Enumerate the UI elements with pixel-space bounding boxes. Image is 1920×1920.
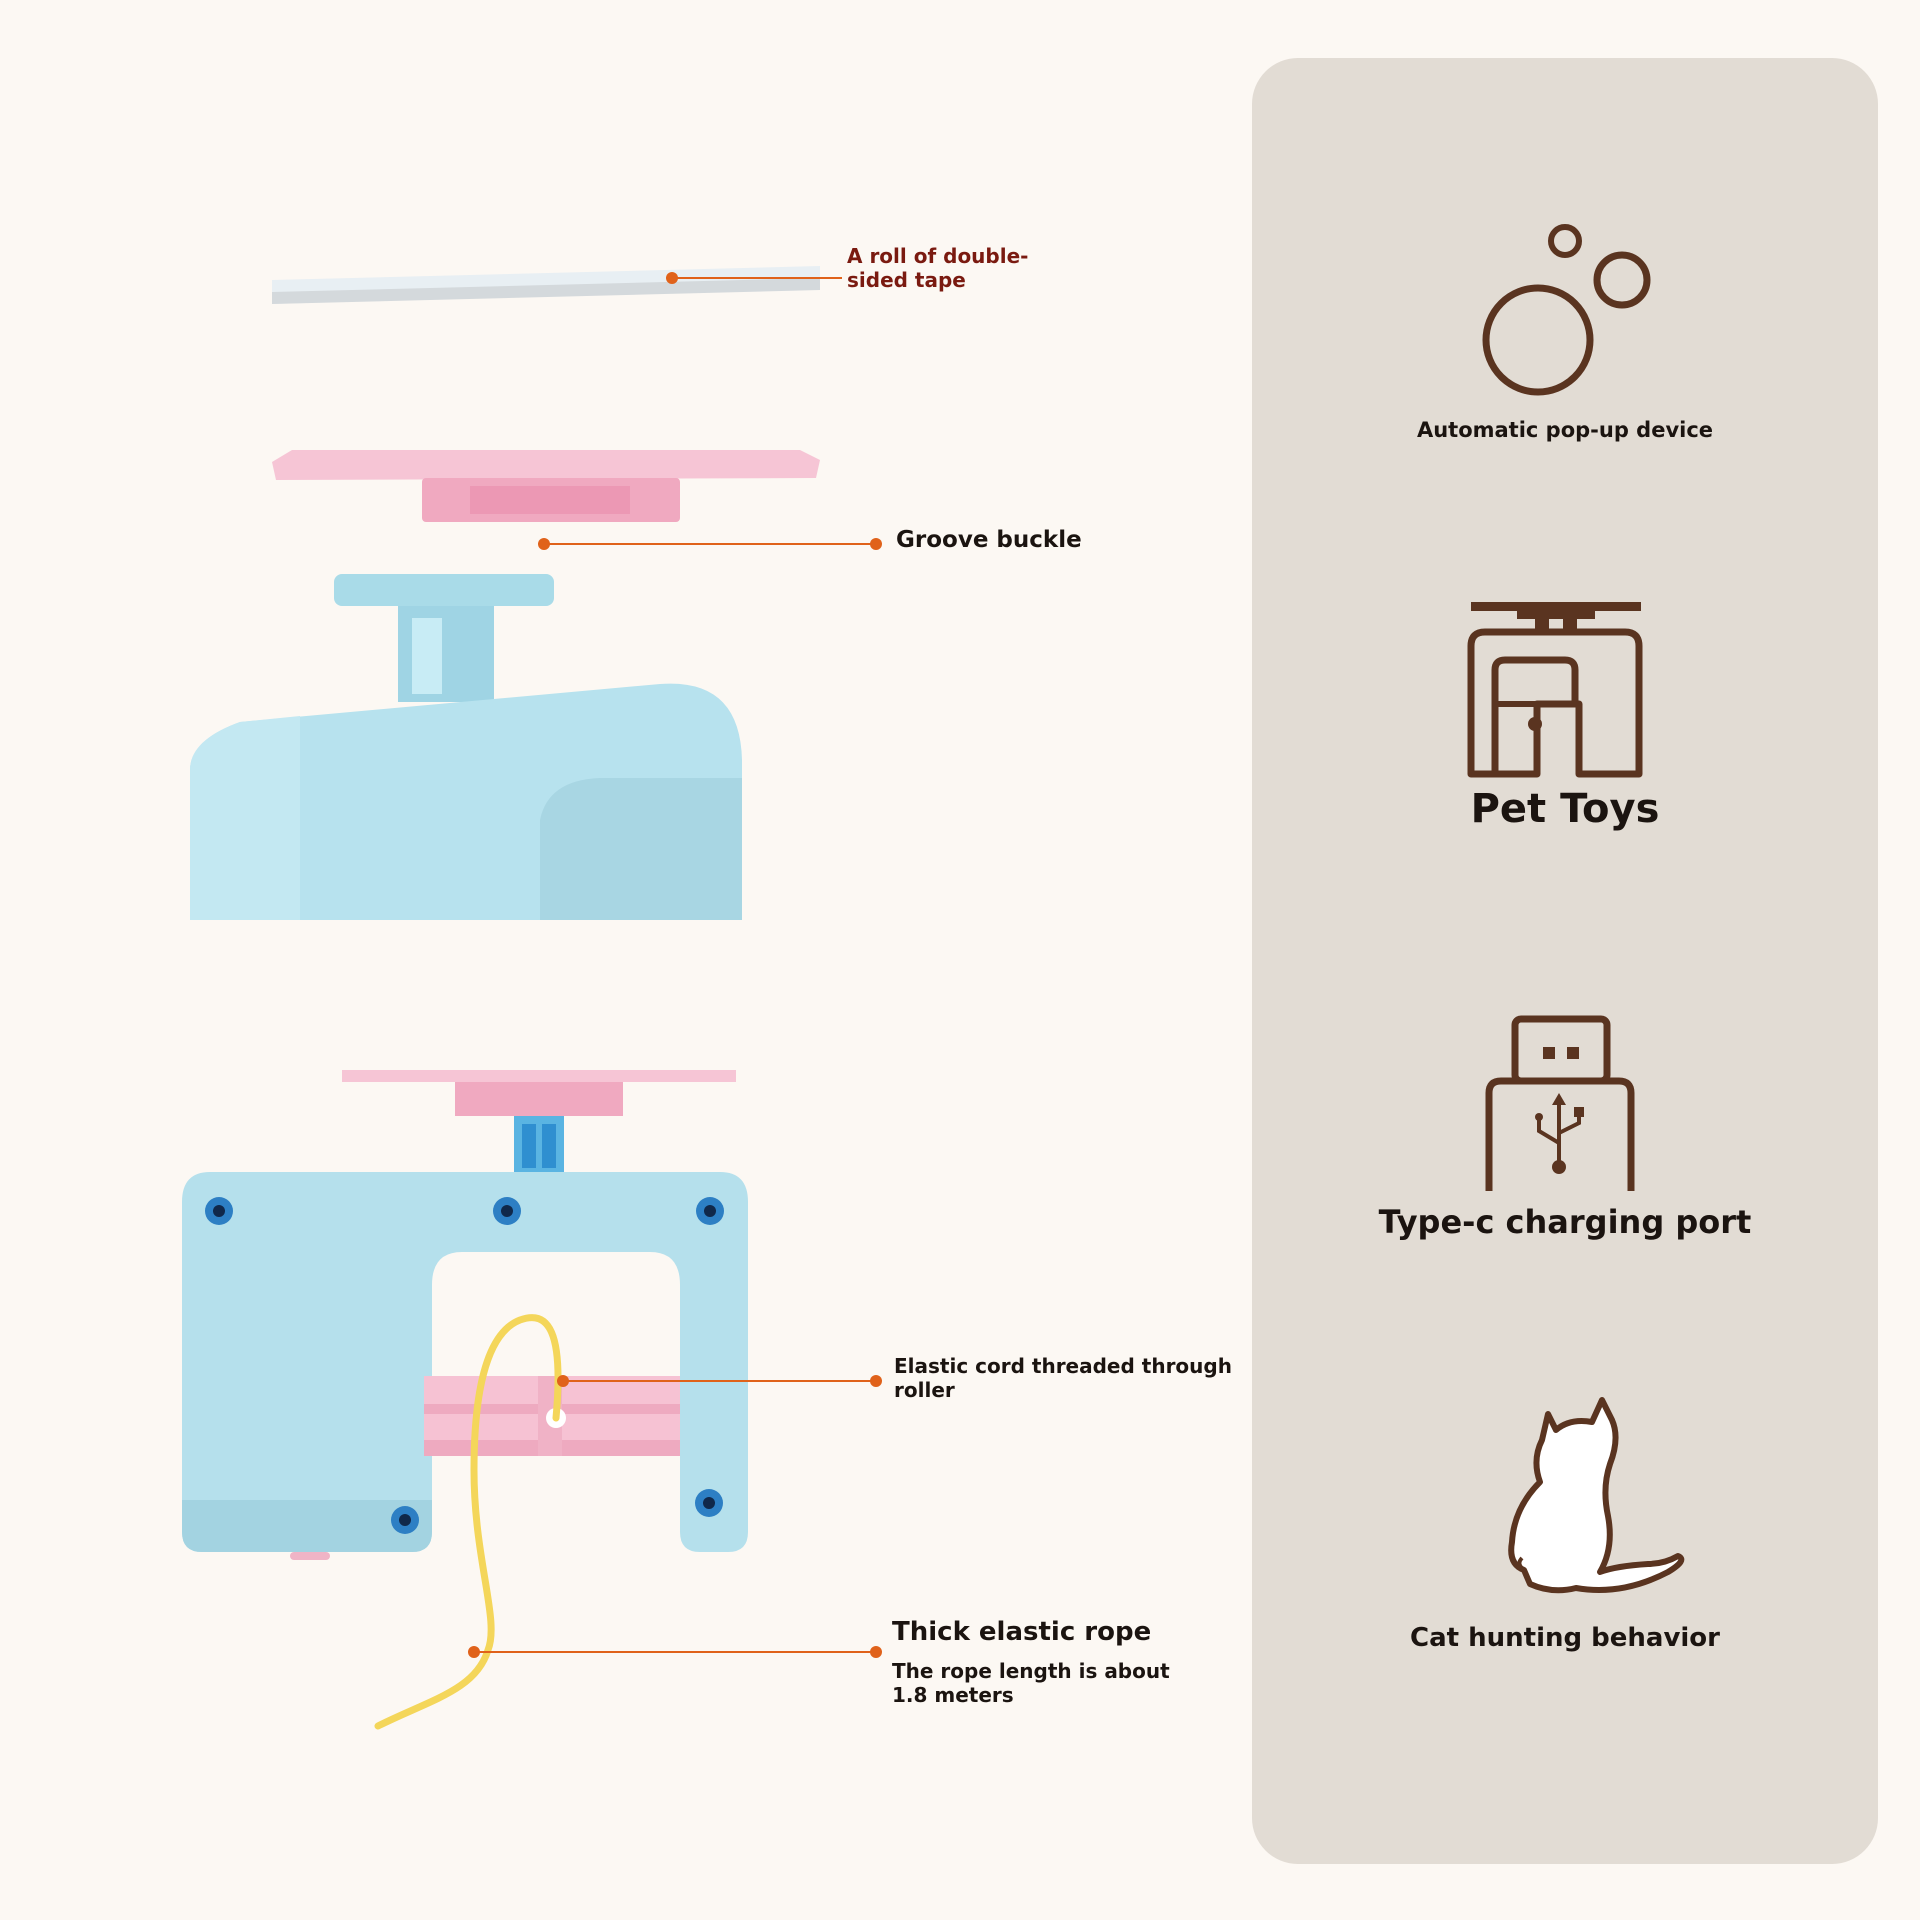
- blue-device-front: [182, 1172, 748, 1560]
- features-panel: Automatic pop-up device Pet Toys Type-c …: [1252, 58, 1878, 1864]
- pink-roller: [424, 1376, 680, 1456]
- pink-mount-pad: [272, 450, 820, 522]
- pink-pad-bottom: [342, 1070, 736, 1116]
- blue-device-top: [190, 574, 742, 920]
- callout-double-sided-tape: A roll of double-sided tape: [847, 244, 1029, 292]
- callout-groove-buckle: Groove buckle: [896, 527, 1082, 553]
- yellow-elastic-rope: [374, 1314, 562, 1730]
- feature-label-pet-toys: Pet Toys: [1470, 786, 1660, 832]
- bubbles-icon: [1482, 224, 1651, 396]
- feature-label-typec: Type-c charging port: [1378, 1203, 1752, 1241]
- blue-connector: [514, 1116, 564, 1176]
- feature-label-cat-hunting: Cat hunting behavior: [1410, 1623, 1720, 1653]
- callout-elastic-cord: Elastic cord threaded through roller: [894, 1354, 1232, 1402]
- callout-leaders: [468, 272, 882, 1658]
- callout-rope-length: The rope length is about 1.8 meters: [892, 1659, 1170, 1707]
- double-sided-tape-layer: [272, 266, 820, 304]
- table-device-icon: [1467, 602, 1643, 778]
- feature-label-popup: Automatic pop-up device: [1416, 418, 1714, 442]
- callout-thick-rope-title: Thick elastic rope: [892, 1617, 1152, 1647]
- usb-plug-icon: [1485, 1015, 1635, 1191]
- cat-icon: [1508, 1397, 1685, 1594]
